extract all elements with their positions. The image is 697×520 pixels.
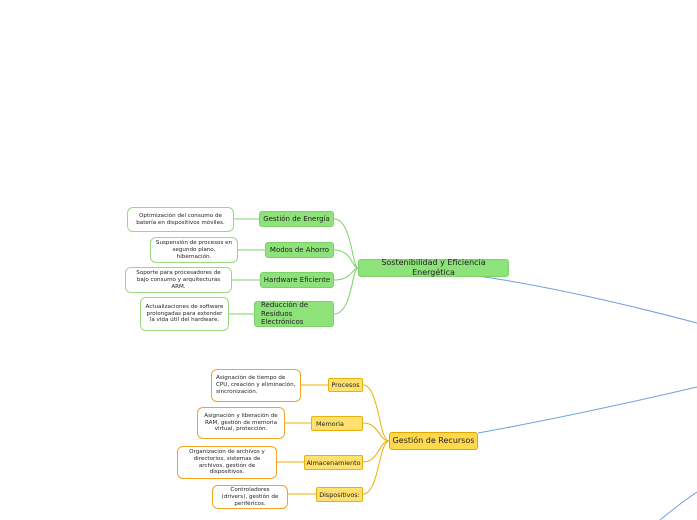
link-yellow-main-to-cat-2 <box>362 422 390 442</box>
subtopic-gestion-energia[interactable]: Gestión de Energía <box>259 211 334 227</box>
note-hardware-eficiente[interactable]: Soporte para procesadores de bajo consum… <box>125 267 232 293</box>
note-dispositivos[interactable]: Controladores (drivers), gestión de peri… <box>212 485 288 509</box>
link-central-offscreen <box>659 491 697 520</box>
subtopic-modos-ahorro[interactable]: Modos de Ahorro <box>265 242 334 258</box>
link-green-main-to-cat-2 <box>333 249 359 269</box>
note-reduccion-residuos[interactable]: Actualizaciones de software prolongadas … <box>140 297 229 331</box>
topic-gestion-recursos[interactable]: Gestión de Recursos <box>389 432 478 450</box>
subtopic-reduccion-residuos[interactable]: Reducción de Residuos Electrónicos <box>254 301 334 327</box>
subtopic-hardware-eficiente[interactable]: Hardware Eficiente <box>260 272 334 288</box>
subtopic-dispositivos[interactable]: Dispositivos: <box>316 487 363 502</box>
link-yellow-main-to-cat-4 <box>362 440 390 495</box>
note-memoria[interactable]: Asignación y liberación de RAM, gestión … <box>197 407 285 439</box>
link-central-to-sostenibilidad <box>477 275 697 324</box>
note-gestion-energia[interactable]: Optimización del consumo de batería en d… <box>127 207 234 232</box>
link-yellow-main-to-cat-1 <box>362 384 390 442</box>
link-green-main-to-cat-4 <box>333 267 359 315</box>
link-central-to-recursos <box>477 386 697 434</box>
subtopic-almacenamiento[interactable]: Almacenamiento <box>304 455 363 470</box>
topic-sostenibilidad[interactable]: Sostenibilidad y Eficiencia Energética <box>358 258 509 277</box>
subtopic-procesos[interactable]: Procesos <box>328 378 363 392</box>
note-modos-ahorro[interactable]: Suspensión de procesos en segundo plano,… <box>150 237 238 263</box>
note-procesos[interactable]: Asignación de tiempo de CPU, creación y … <box>211 369 301 402</box>
note-almacenamiento[interactable]: Organización de archivos y directorios, … <box>177 446 277 479</box>
link-green-main-to-cat-1 <box>333 218 359 269</box>
subtopic-memoria[interactable]: Memoria <box>311 416 363 431</box>
